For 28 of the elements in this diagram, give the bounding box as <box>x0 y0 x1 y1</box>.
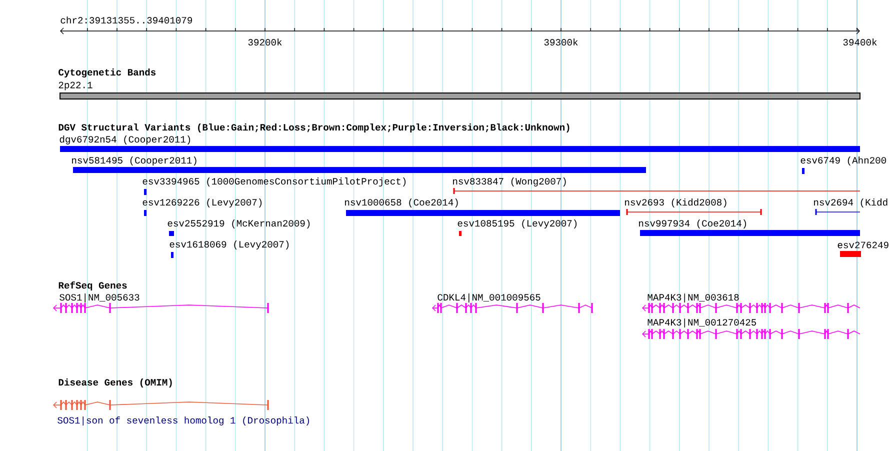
variant-label: esv1085195 (Levy2007) <box>458 220 577 228</box>
variant-label: nsv2693 (Kidd2008) <box>625 198 726 208</box>
track-title: Disease Genes (OMIM) <box>58 378 172 388</box>
variant-label: nsv2694 (Kidd <box>814 198 888 208</box>
tick-label: 39400k <box>843 38 877 46</box>
tick-label: 39300k <box>544 38 578 46</box>
variant-label: nsv581495 (Cooper2011) <box>72 156 196 166</box>
track-title: DGV Structural Variants (Blue:Gain;Red:Loss;Brown:Complex;Purple:Inversion;Black:Unknown) <box>58 124 570 132</box>
track-title: Cytogenetic Bands <box>58 68 156 78</box>
tick-label: 39200k <box>248 38 282 46</box>
variant-label: dgv6792n54 (Cooper2011) <box>60 136 190 144</box>
variant-label: nsv833847 (Wong2007) <box>453 178 566 186</box>
variant-label: esv1618069 (Levy2007) <box>170 240 289 250</box>
variant-label: esv1269226 (Levy2007) <box>142 198 262 208</box>
axis-label: chr2:39131355..39401079 <box>60 16 192 24</box>
variant-label: esv6749 (Ahn200 <box>800 156 886 166</box>
variant-label: esv276249 <box>838 242 888 248</box>
gene-label: CDKL4|NM_001009565 <box>438 294 540 302</box>
gene-label: SOS1|NM_005633 <box>60 294 140 302</box>
track-title: RefSeq Genes <box>58 281 127 291</box>
disease-label: SOS1|son of sevenless homolog 1 (Drosophila) <box>58 416 310 426</box>
variant-label: esv2552919 (McKernan2009) <box>168 220 310 228</box>
variant-label: nsv1000658 (Coe2014) <box>345 198 458 208</box>
variant-label: esv3394965 (1000GenomesConsortiumPilotProject) <box>142 178 406 186</box>
gene-label: MAP4K3|NM_001270425 <box>648 318 756 328</box>
gene-label: MAP4K3|NM_003618 <box>648 294 739 302</box>
variant-label: nsv997934 (Coe2014) <box>639 220 746 228</box>
band-label: 2p22.1 <box>58 82 92 90</box>
